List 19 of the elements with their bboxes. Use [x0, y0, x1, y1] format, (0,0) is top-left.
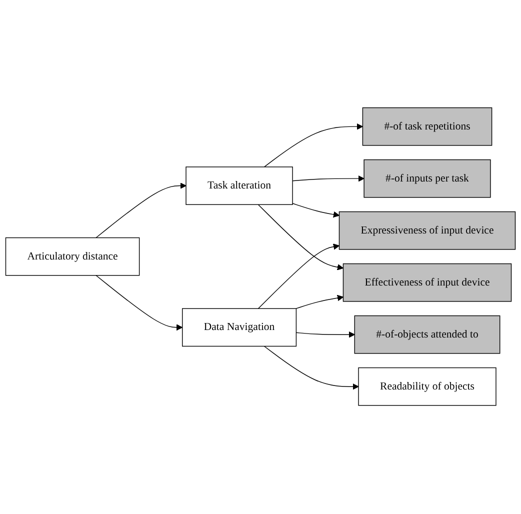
arrow — [296, 332, 355, 338]
arrow — [96, 183, 186, 239]
node-box: Expressiveness of input device — [338, 212, 516, 250]
node-box: #-of inputs per task — [364, 160, 491, 198]
node-box: Task alteration — [186, 166, 293, 206]
node-box: #-of task repetitions — [362, 108, 492, 146]
arrow — [296, 295, 344, 310]
node-box: Articulatory distance — [5, 238, 140, 276]
arrow — [292, 176, 364, 182]
arrow — [264, 124, 363, 168]
node-box: Data Navigation — [182, 308, 297, 348]
arrow — [264, 346, 359, 390]
arrow — [258, 204, 344, 271]
node-box: #-of-objects attended to — [354, 316, 500, 354]
arrow — [258, 244, 340, 310]
node-box: Effectiveness of input device — [342, 264, 512, 302]
arrow — [292, 203, 340, 218]
node-box: Readability of objects — [358, 368, 496, 406]
arrow — [96, 275, 183, 331]
